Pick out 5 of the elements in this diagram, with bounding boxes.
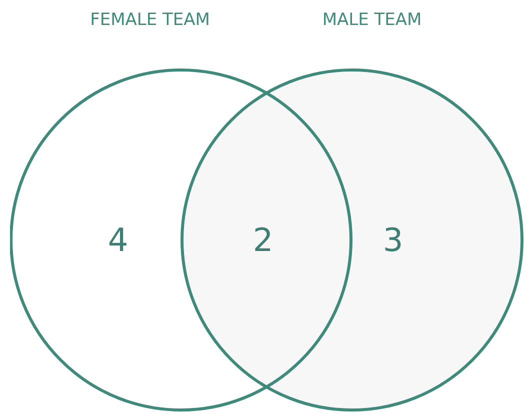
set-count: 4 [108, 221, 128, 259]
set-count: 3 [382, 221, 404, 259]
overlap-count: 2 [252, 221, 274, 259]
set-title: MALE TEAM [322, 10, 422, 30]
set-title: FEMALE TEAM [90, 10, 210, 30]
